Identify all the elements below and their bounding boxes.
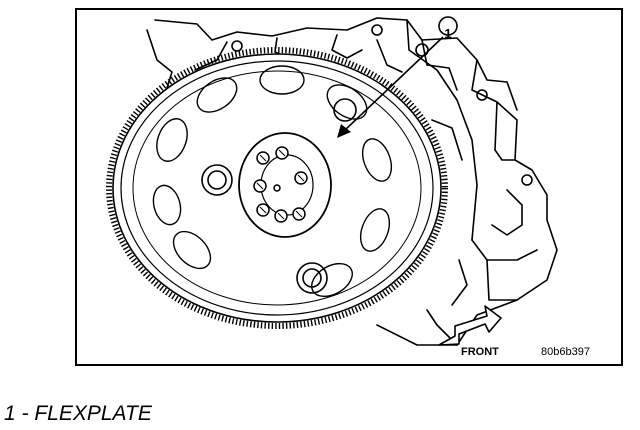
flexplate-illustration [106, 16, 558, 346]
callout-leader [337, 16, 458, 138]
ring-gear-teeth [106, 47, 448, 329]
engine-block-outline [154, 17, 558, 346]
figure-code: 80b6b397 [541, 346, 590, 358]
callout-number: 1 [444, 26, 452, 41]
figure-caption: 1 - FLEXPLATE [4, 402, 152, 425]
front-label: FRONT [461, 346, 499, 358]
flexplate [106, 47, 448, 329]
diagram-frame: 1 FRONT 80b6b397 [75, 8, 623, 366]
callout-circle [438, 16, 458, 36]
front-arrow-icon [438, 305, 502, 346]
